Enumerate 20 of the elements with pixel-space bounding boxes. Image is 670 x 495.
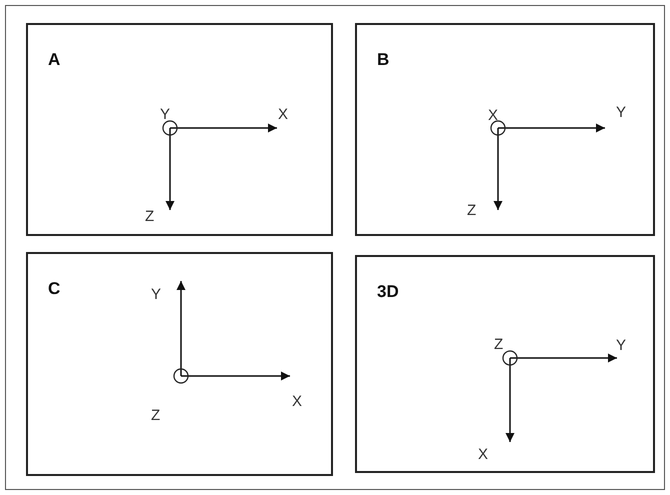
panel-title: B [377,49,390,71]
axis-label: Z [151,408,160,423]
panel-title: 3D [377,281,399,303]
view-panel [355,255,655,473]
panel-title: C [48,278,60,300]
axis-label: X [292,394,302,409]
axis-label: Y [616,105,626,120]
axis-label: Y [616,338,626,353]
axis-label: Z [494,337,504,352]
axis-label: X [478,447,488,462]
axis-label: X [278,107,288,122]
panel-title: A [48,49,60,71]
axis-label: Y [160,107,170,122]
view-panel [26,252,333,476]
axis-label: Z [467,203,476,218]
view-panel [355,23,655,236]
axis-label: Y [151,287,162,302]
axis-label: X [488,108,498,123]
view-panel [26,23,333,236]
axis-label: Z [145,209,154,224]
